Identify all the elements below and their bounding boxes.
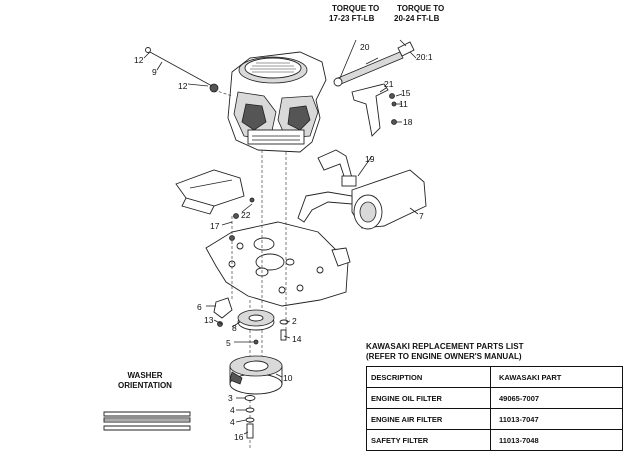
callout-22: 22: [241, 210, 251, 220]
parts-list-subtitle: (REFER TO ENGINE OWNER'S MANUAL): [366, 352, 522, 361]
row-description: SAFETY FILTER: [366, 429, 491, 451]
heat-shield: [175, 169, 255, 215]
callout-11: 11: [399, 99, 408, 109]
row-part-number: 11013-7047: [490, 408, 623, 430]
washer-orientation-illustration: [103, 411, 191, 431]
callout-21: 21: [384, 79, 394, 89]
callout-20: 20: [360, 42, 370, 52]
callout-8: 8: [232, 323, 237, 333]
leader-lines: [143, 39, 419, 435]
row-description: ENGINE OIL FILTER: [366, 387, 491, 409]
drive-shaft: [333, 41, 415, 87]
callout-4b: 4: [230, 417, 235, 427]
torque-note-right-line2: 20-24 FT-LB: [394, 14, 440, 23]
callout-3: 3: [228, 393, 233, 403]
parts-table: DESCRIPTION KAWASAKI PART ENGINE OIL FIL…: [366, 366, 623, 451]
header-kawasaki-part: KAWASAKI PART: [490, 366, 623, 388]
callout-14: 14: [292, 334, 302, 344]
exhaust-bracket: [351, 83, 397, 137]
callout-2: 2: [292, 316, 297, 326]
parts-list-title: KAWASAKI REPLACEMENT PARTS LIST: [366, 342, 524, 351]
parts-list: KAWASAKI REPLACEMENT PARTS LIST (REFER T…: [366, 342, 623, 451]
torque-note-right-line1: TORQUE TO: [397, 4, 444, 13]
callout-15: 15: [401, 88, 411, 98]
idler-bracket: [213, 297, 233, 327]
callout-12a: 12: [134, 55, 144, 65]
table-row: ENGINE OIL FILTER 49065-7007: [366, 387, 623, 409]
deck-plate: [205, 221, 351, 307]
callout-13: 13: [204, 315, 214, 325]
callout-5: 5: [226, 338, 231, 348]
washer-label-line1: WASHER: [127, 371, 163, 380]
callout-20-1: 20:1: [416, 52, 433, 62]
callout-12b: 12: [178, 81, 188, 91]
row-description: ENGINE AIR FILTER: [366, 408, 491, 430]
callout-17: 17: [210, 221, 220, 231]
callout-6: 6: [197, 302, 202, 312]
throttle-rod: [145, 47, 213, 87]
callouts: 12 9 12 20 20:1 21 15 11 18 19 7 22 17 6…: [134, 42, 433, 442]
row-part-number: 11013-7048: [490, 429, 623, 451]
clutch: [229, 355, 283, 395]
callout-10: 10: [283, 373, 293, 383]
callout-7: 7: [419, 211, 424, 221]
washer-label-line2: ORIENTATION: [118, 381, 172, 390]
torque-notes: TORQUE TO 17-23 FT-LB TORQUE TO 20-24 FT…: [329, 4, 444, 23]
callout-4a: 4: [230, 405, 235, 415]
header-description: DESCRIPTION: [366, 366, 491, 388]
table-header-row: DESCRIPTION KAWASAKI PART: [366, 366, 623, 388]
torque-note-left-line1: TORQUE TO: [332, 4, 379, 13]
callout-9: 9: [152, 67, 157, 77]
washer-orientation-label: WASHER ORIENTATION: [110, 371, 180, 391]
pulley: [237, 309, 275, 345]
torque-note-left-line2: 17-23 FT-LB: [329, 14, 375, 23]
engine: [209, 51, 327, 153]
table-row: SAFETY FILTER 11013-7048: [366, 429, 623, 451]
row-part-number: 49065-7007: [490, 387, 623, 409]
callout-19: 19: [365, 154, 375, 164]
callout-16: 16: [234, 432, 244, 442]
muffler: [297, 149, 427, 230]
table-row: ENGINE AIR FILTER 11013-7047: [366, 408, 623, 430]
callout-18: 18: [403, 117, 413, 127]
